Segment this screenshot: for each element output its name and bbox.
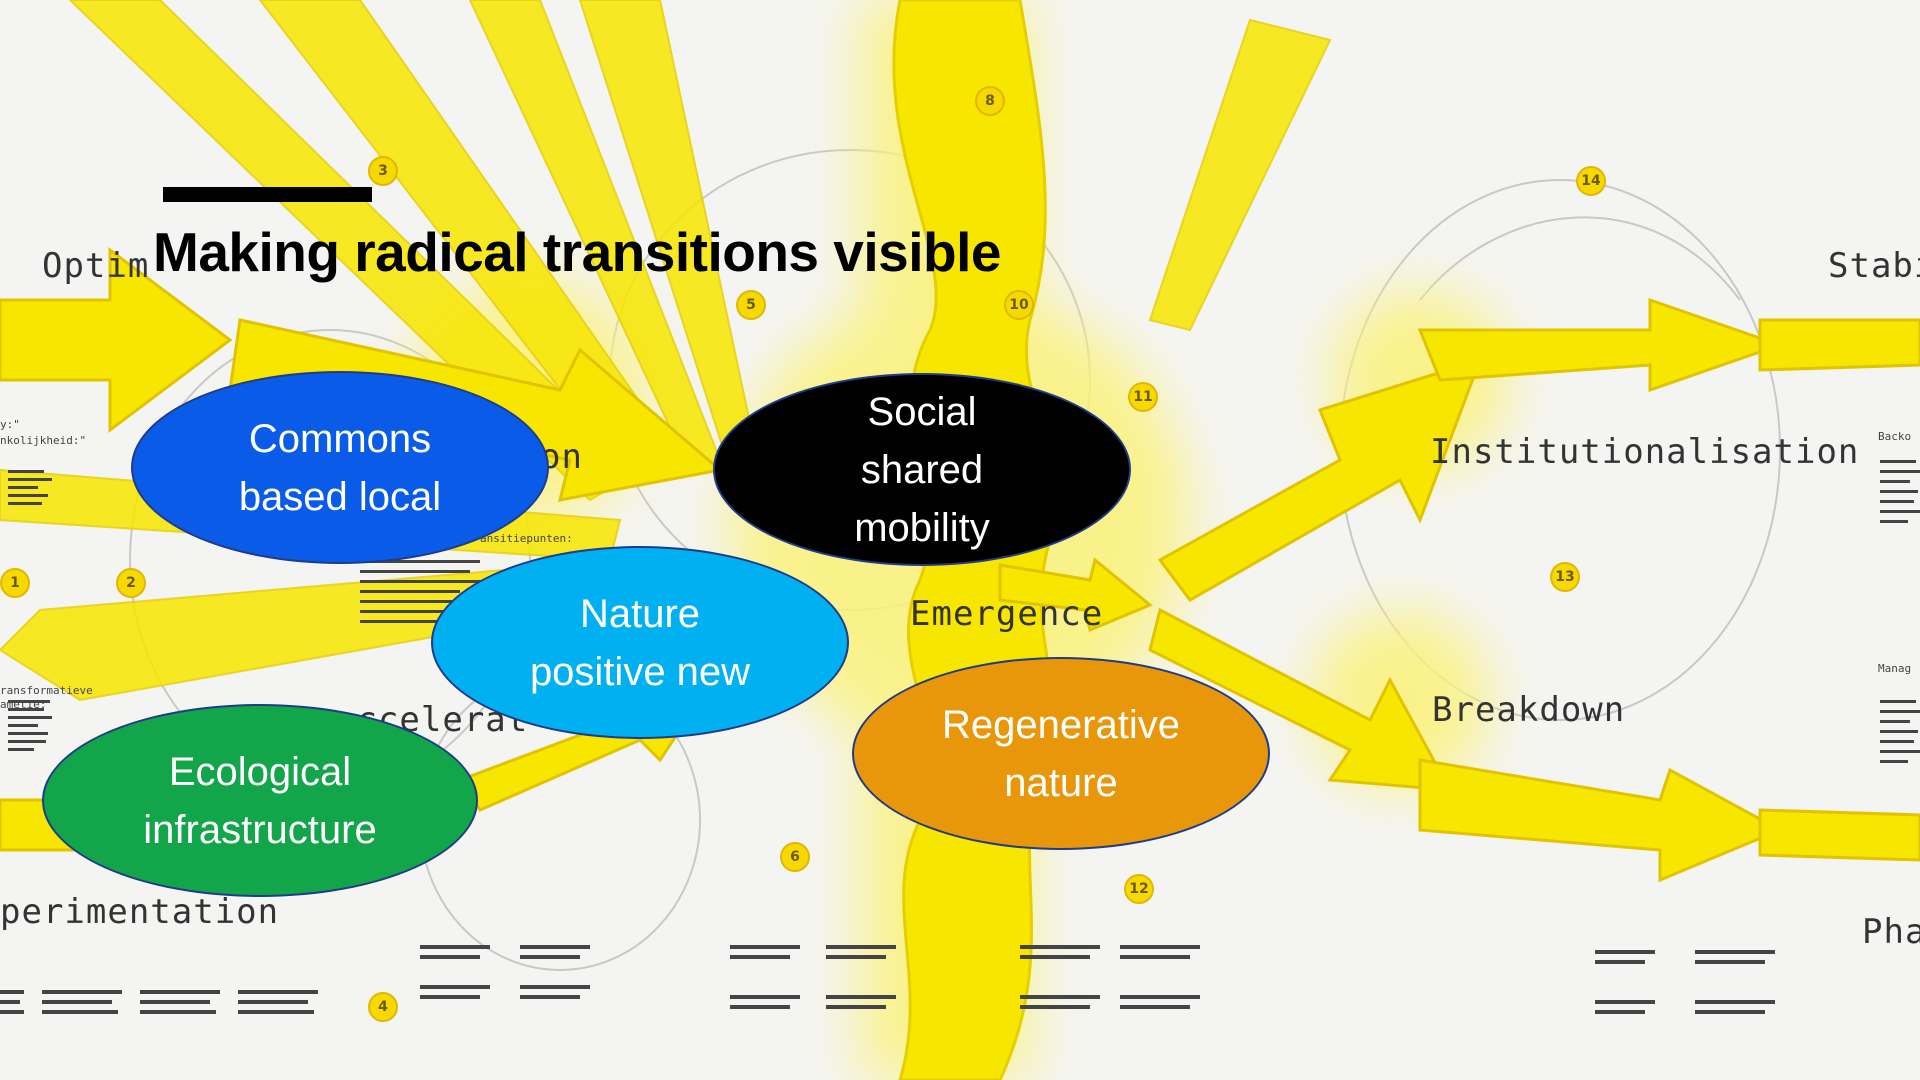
step-number: 2 <box>116 568 146 598</box>
phase-label-experimentation: perimentation <box>0 892 280 932</box>
bubble-line: Nature <box>579 591 701 636</box>
bubble-line: Ecological <box>168 749 352 794</box>
bubble-line: Regenerative <box>942 702 1180 747</box>
side-label: y:" <box>0 418 20 431</box>
step-number: 6 <box>780 842 810 872</box>
side-label: ansitiepunten: <box>480 532 573 545</box>
bubble-line: infrastructure <box>143 807 377 852</box>
side-label: ametie: <box>0 698 47 711</box>
bubble-social-shared-mobility: Social shared mobility <box>713 373 1131 566</box>
side-label: ransformatieve <box>0 684 93 697</box>
side-label: nkolijkheid:" <box>0 434 87 447</box>
phase-label-phase-out: Pha <box>1862 912 1920 952</box>
side-label: Manag <box>1878 662 1912 675</box>
bubble-line: nature <box>1004 760 1118 805</box>
step-number: 3 <box>368 156 398 186</box>
bubble-regenerative-nature: Regenerative nature <box>852 657 1270 850</box>
bubble-line: positive new <box>529 649 751 694</box>
step-number: 8 <box>975 86 1005 116</box>
step-number: 1 <box>0 568 30 598</box>
slide-title: Making radical transitions visible <box>153 221 1002 283</box>
phase-label-stabilisation: Stabi <box>1828 246 1920 286</box>
phase-label-optimisation: Optim <box>42 246 150 286</box>
step-number: 5 <box>736 290 766 320</box>
bubble-line: based local <box>238 474 442 519</box>
title-accent-bar <box>163 187 372 202</box>
bubble-commons-based-local: Commons based local <box>131 371 549 564</box>
bottom-legend-marks <box>0 945 1775 1014</box>
bubble-line: shared <box>860 447 984 492</box>
legend-marks <box>8 460 1920 763</box>
step-number: 10 <box>1004 290 1034 320</box>
step-number: 14 <box>1576 166 1606 196</box>
side-label: Backo <box>1878 430 1912 443</box>
phase-label-institutionalisation: Institutionalisation <box>1430 432 1860 472</box>
bubble-line: Social <box>867 389 977 434</box>
bubble-ecological-infrastructure: Ecological infrastructure <box>42 704 478 897</box>
bubble-nature-positive-new: Nature positive new <box>431 546 849 739</box>
phase-label-emergence: Emergence <box>910 594 1104 634</box>
bubble-line: mobility <box>854 505 990 550</box>
step-number: 12 <box>1124 874 1154 904</box>
step-number: 4 <box>368 992 398 1022</box>
step-number: 11 <box>1128 382 1158 412</box>
bubble-line: Commons <box>248 416 432 461</box>
step-number: 13 <box>1550 562 1580 592</box>
phase-label-breakdown: Breakdown <box>1432 690 1626 730</box>
